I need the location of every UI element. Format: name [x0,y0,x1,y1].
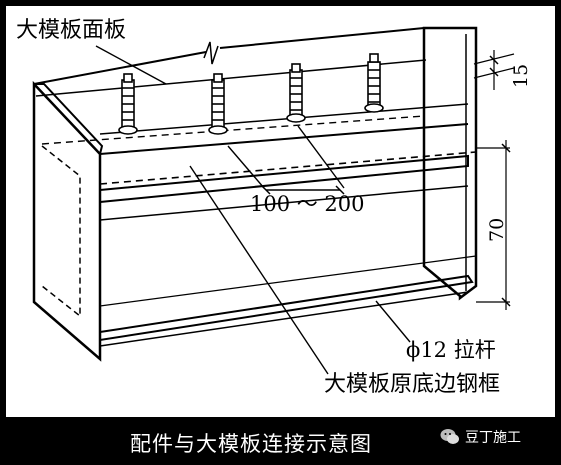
label-dim-70: 70 [486,217,508,242]
leader-rod [375,300,411,343]
leader-frame [189,165,329,375]
bolt-3 [286,63,306,123]
label-spacing: 100 ～ 200 [250,192,365,216]
bolt-4 [364,53,384,113]
bolt-2 [208,73,228,135]
figure-caption: 配件与大模板连接示意图 [0,422,561,462]
wechat-icon [440,428,460,446]
caption-text: 配件与大模板连接示意图 [130,432,372,456]
label-rod: ϕ12 拉杆 [406,338,496,362]
label-dim-15: 15 [510,63,532,88]
label-top-panel: 大模板面板 [16,18,127,43]
frame-top-flange [99,154,469,204]
brand-text: 豆丁施工 [465,430,521,446]
left-end-plate [32,80,102,362]
label-frame: 大模板原底边钢框 [324,372,501,397]
brand-watermark: 豆丁施工 [440,427,521,447]
frame-bottom-flange [99,274,474,342]
right-end-plate [422,26,478,301]
diagram-panel: 大模板面板 15 70 100 ～ 200 ϕ12 拉杆 大模板原底边钢框 [6,6,555,417]
diagram-drawing [32,26,515,375]
leader-top-panel [95,45,167,85]
bolt-1 [118,73,138,135]
